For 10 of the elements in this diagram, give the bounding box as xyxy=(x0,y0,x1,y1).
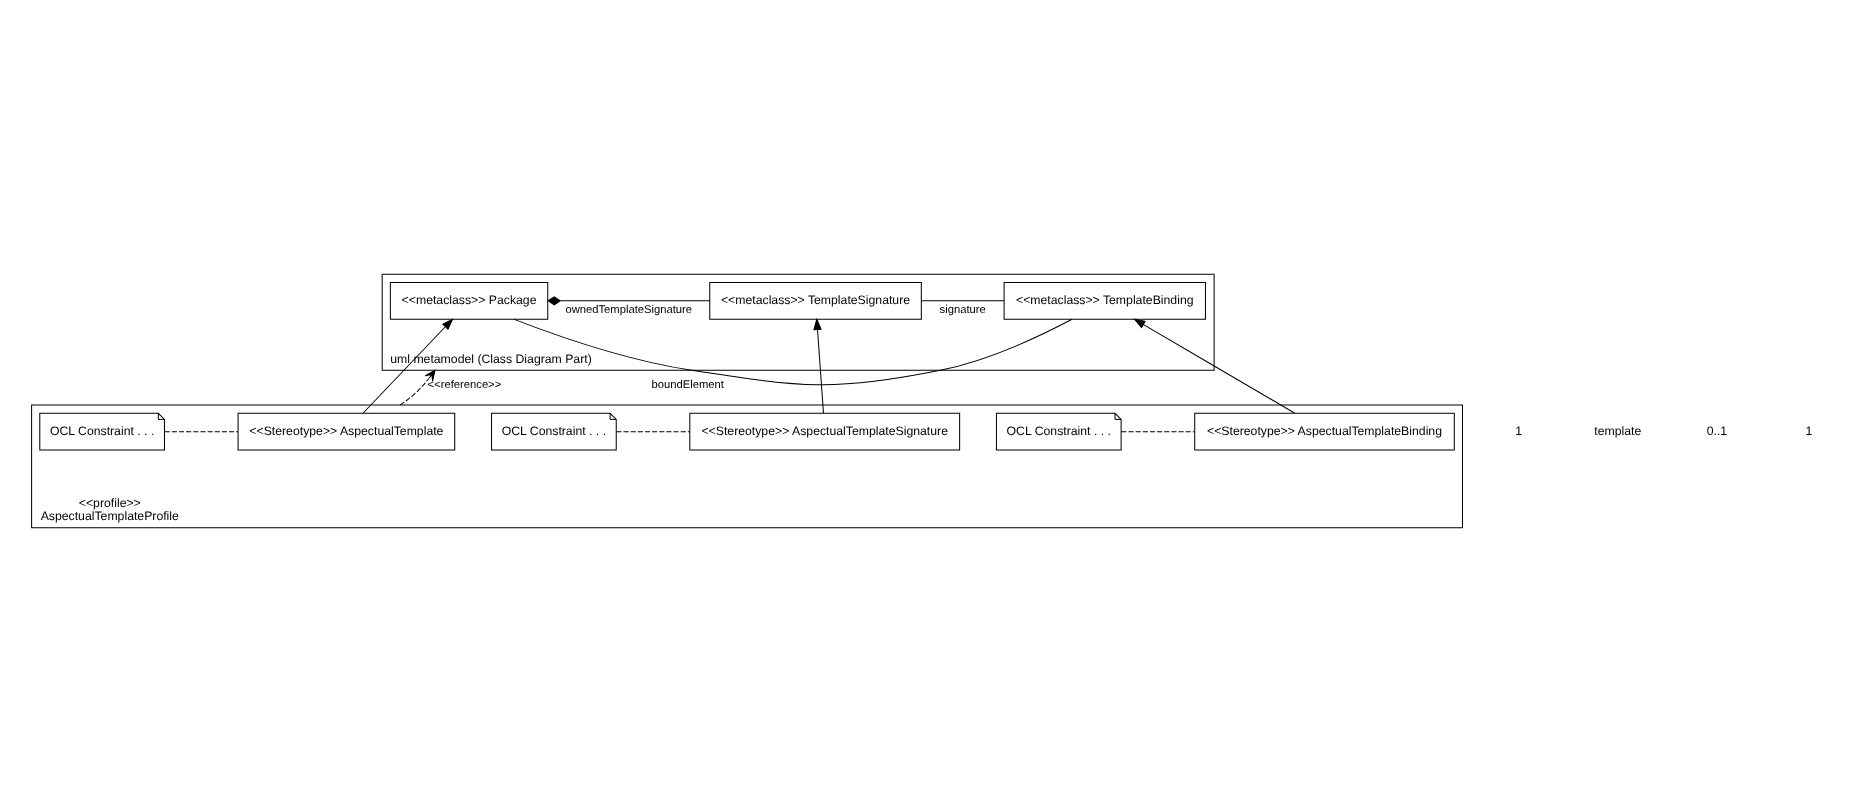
connector xyxy=(1120,431,1195,433)
connector xyxy=(615,431,691,433)
arrow xyxy=(362,318,454,414)
arrow xyxy=(1133,318,1295,414)
arrow xyxy=(813,317,824,414)
connector xyxy=(164,431,239,433)
connector xyxy=(921,300,1005,302)
connector xyxy=(513,318,1073,386)
arrow xyxy=(399,369,436,406)
connector xyxy=(547,296,711,306)
